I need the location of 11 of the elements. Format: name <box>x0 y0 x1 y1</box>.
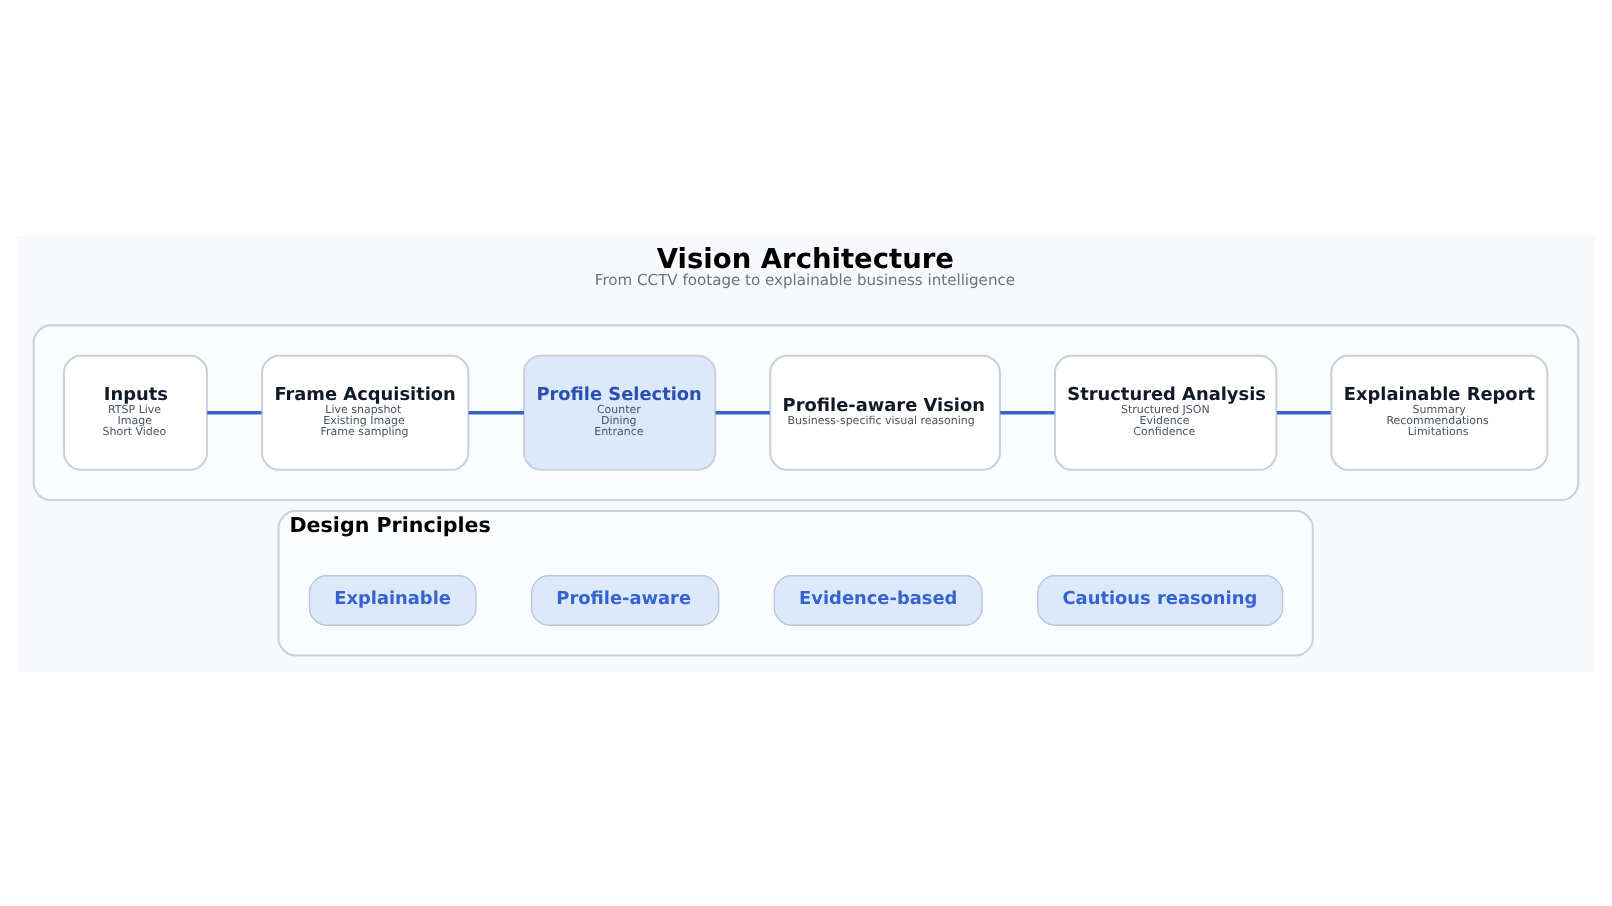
connector <box>207 410 262 414</box>
diagram-title: Vision Architecture <box>656 242 955 275</box>
node-box: Explainable <box>308 574 477 625</box>
node-box: Evidence-based <box>773 574 983 625</box>
node-box: Profile-aware <box>530 574 720 625</box>
cluster <box>32 323 1580 501</box>
connector <box>1276 410 1331 414</box>
connector <box>468 410 525 414</box>
connector <box>715 410 770 414</box>
node-box: Cautious reasoning <box>1037 574 1284 625</box>
connector <box>1000 410 1055 414</box>
